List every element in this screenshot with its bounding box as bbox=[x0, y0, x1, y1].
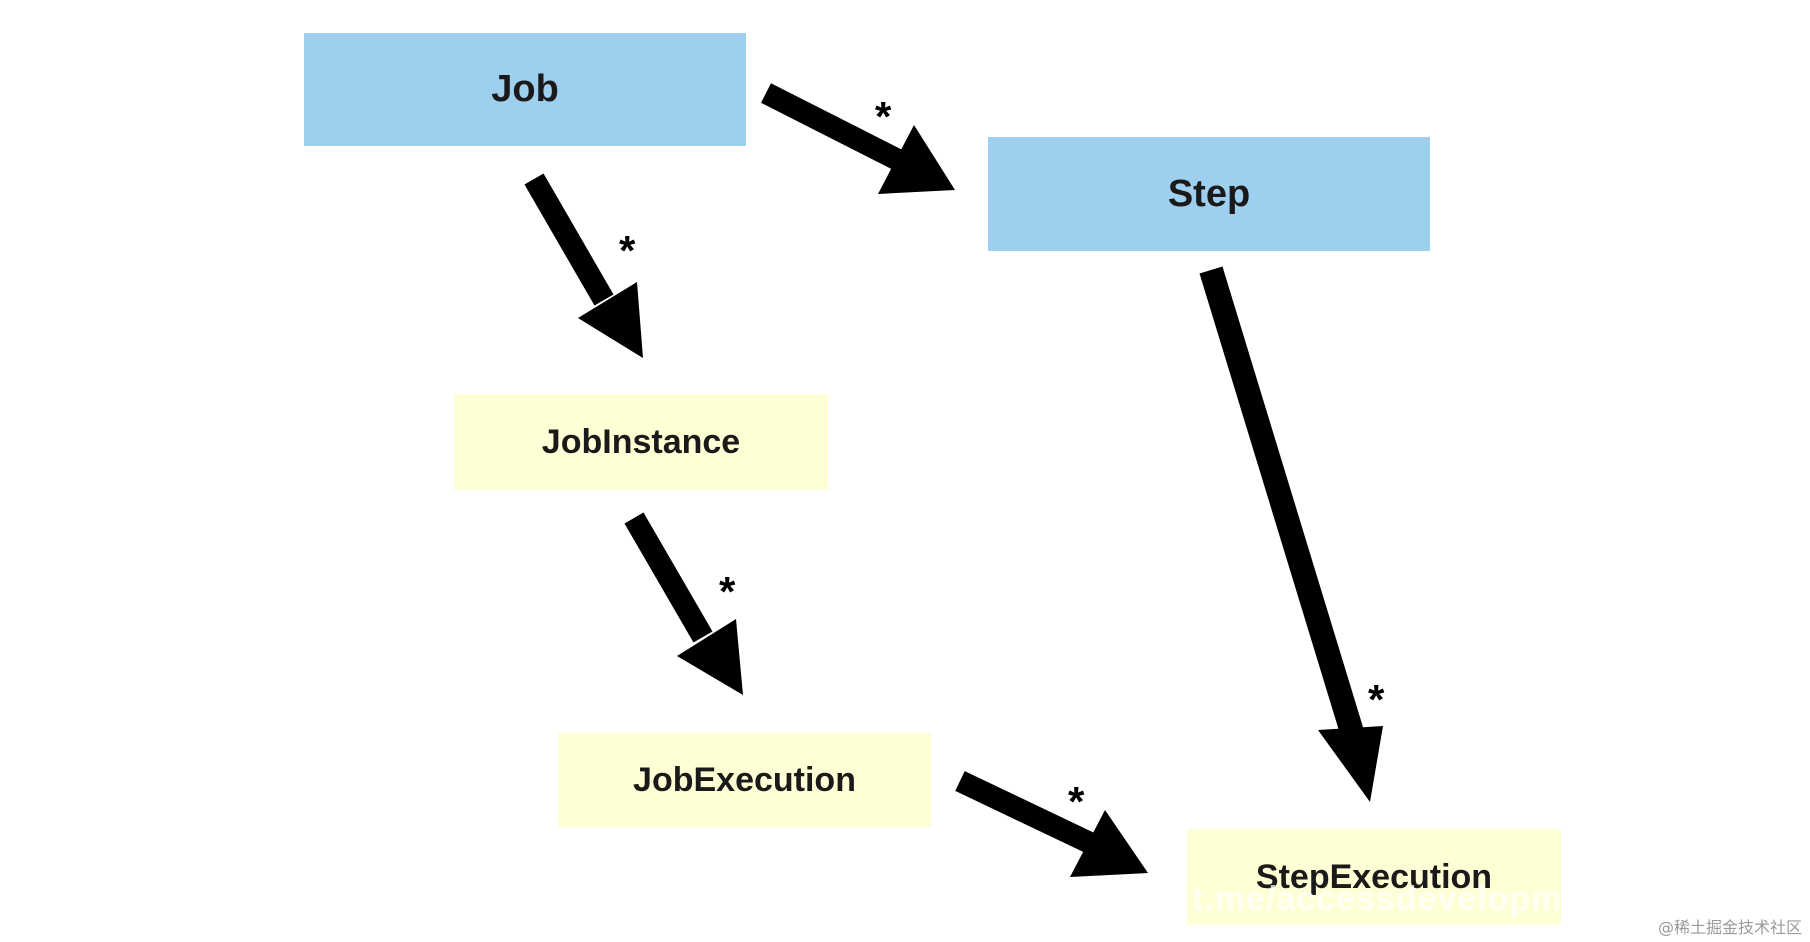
node-job-instance-label: JobInstance bbox=[541, 422, 741, 461]
node-job-label: Job bbox=[491, 68, 559, 110]
arrow-step-to-stepexecution bbox=[1199, 266, 1383, 802]
overlay-watermark-text: t.me/accessdevelopment bbox=[1192, 880, 1617, 918]
node-job-execution-label: JobExecution bbox=[633, 760, 856, 799]
arrow-jobexecution-to-stepexecution bbox=[955, 771, 1148, 877]
multiplicity-step-to-stepexecution: * bbox=[1368, 676, 1385, 723]
multiplicity-jobinstance-to-jobexecution: * bbox=[719, 568, 736, 615]
site-watermark: @稀土掘金技术社区 bbox=[1657, 918, 1802, 937]
node-step: Step bbox=[988, 137, 1430, 251]
node-step-execution-label: StepExecution bbox=[1255, 857, 1493, 896]
node-job-instance: JobInstance bbox=[454, 394, 828, 490]
node-job: Job bbox=[304, 33, 746, 146]
multiplicity-jobexecution-to-stepexecution: * bbox=[1068, 778, 1085, 825]
arrow-job-to-step bbox=[761, 83, 955, 194]
node-step-execution: StepExecution bbox=[1187, 829, 1561, 925]
node-step-label: Step bbox=[1167, 172, 1251, 215]
multiplicity-job-to-jobinstance: * bbox=[619, 227, 636, 274]
arrow-jobinstance-to-jobexecution bbox=[624, 512, 743, 695]
arrow-job-to-jobinstance bbox=[524, 173, 643, 358]
multiplicity-job-to-step: * bbox=[875, 93, 892, 140]
node-job-execution: JobExecution bbox=[558, 733, 931, 827]
